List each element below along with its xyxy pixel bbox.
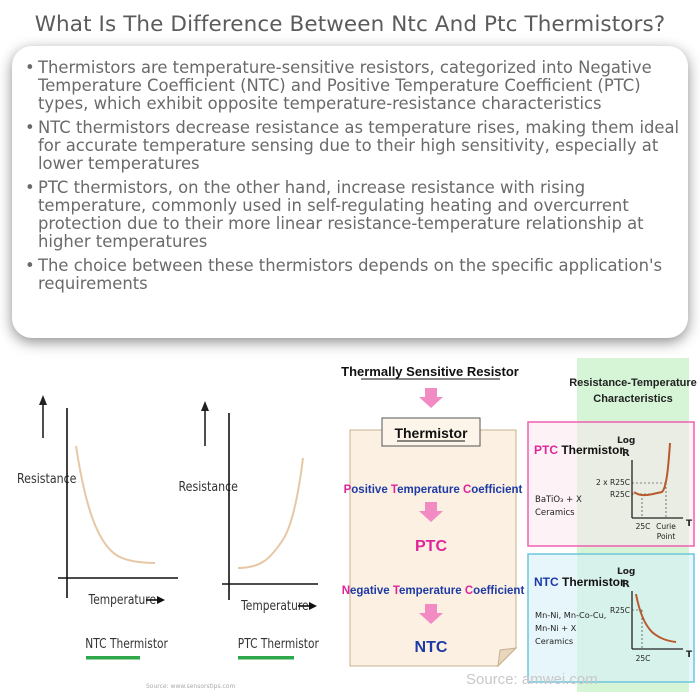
bullet-item: The choice between these thermistors dep…	[22, 257, 682, 293]
flow-arrow-ptc-icon	[419, 502, 443, 522]
flow-ntc: NTC	[415, 639, 448, 656]
rt-ntc-curve	[635, 593, 677, 643]
rt-ntc-material1: Mn-Ni, Mn-Co-Cu,	[535, 610, 606, 620]
flow-arrow-down-icon	[419, 388, 443, 408]
rt-ptc-ylog: Log	[617, 436, 635, 446]
ntc-curve	[75, 445, 156, 564]
flow-paper-fold	[497, 647, 518, 668]
bullet-item: PTC thermistors, on the other hand, incr…	[22, 179, 682, 251]
flow-thermistor-label: Thermistor	[394, 425, 468, 441]
ptc-xlabel: Temperature	[240, 598, 308, 613]
thermistor-figure: Resistance Temperature NTC Thermistor Re…	[0, 348, 700, 700]
flow-ptc-full: Positive Temperature Coefficient	[344, 484, 523, 496]
ntc-graph: Resistance Temperature NTC Thermistor	[17, 395, 178, 660]
rt-ntc-material3: Ceramics	[535, 636, 573, 646]
rt-ntc-r25-label: R25C	[610, 606, 630, 615]
flow-diagram: Thermally Sensitive Resistor Thermistor …	[341, 364, 525, 668]
ntc-y-arrowhead-icon	[39, 395, 47, 405]
rt-ntc-yr: R	[622, 579, 630, 590]
ptc-graph: Resistance Temperature PTC Thermistor	[179, 401, 319, 660]
rt-ptc-material2: Ceramics	[535, 508, 575, 518]
rt-ptc-r25-label: R25C	[610, 490, 630, 499]
rt-panel: Resistance-Temperature Characteristics P…	[527, 358, 697, 692]
rt-ntc-xt: T	[686, 650, 693, 660]
rt-ntc-material2: Mn-Ni + X	[535, 623, 577, 633]
rt-ptc-material1: BaTiO₃ + X	[535, 495, 582, 505]
ptc-y-arrowhead-icon	[201, 401, 209, 411]
rt-ntc-x25: 25C	[636, 654, 651, 663]
rt-ptc-x25: 25C	[636, 522, 651, 531]
rt-ptc-curve	[633, 442, 671, 497]
ntc-caption: NTC Thermistor	[85, 636, 168, 651]
ptc-ylabel: Resistance	[179, 479, 238, 494]
flow-ntc-full: Negative Temperature Coefficient	[342, 585, 525, 597]
left-source: Source: www.sensorstips.com	[146, 683, 235, 690]
rt-ptc-xt: T	[686, 519, 693, 529]
rt-ptc-curie2: Point	[657, 532, 676, 541]
ptc-caption-underline	[238, 656, 294, 660]
bullet-list: Thermistors are temperature-sensitive re…	[22, 59, 682, 299]
rt-ptc-curie1: Curie	[656, 522, 676, 531]
rt-ntc-title: NTC Thermistor	[534, 575, 625, 589]
page-title: What Is The Difference Between Ntc And P…	[34, 12, 666, 37]
rt-ptc-yr: R	[622, 448, 630, 459]
rt-header-line2: Characteristics	[593, 393, 673, 405]
ntc-xlabel: Temperature	[88, 592, 156, 607]
ntc-x-arrowhead-icon	[157, 596, 165, 604]
rt-ptc-title: PTC Thermistor	[534, 443, 624, 457]
rt-header-line1: Resistance-Temperature	[569, 377, 697, 389]
flow-top-label: Thermally Sensitive Resistor	[341, 364, 519, 379]
ptc-curve	[237, 457, 304, 569]
ntc-caption-underline	[86, 656, 140, 660]
rt-ptc-2x-label: 2 x R25C	[596, 478, 630, 487]
source-watermark: Source: amwei.com	[466, 671, 598, 688]
flow-ptc: PTC	[415, 538, 447, 555]
bullet-item: Thermistors are temperature-sensitive re…	[22, 59, 682, 113]
bullet-item: NTC thermistors decrease resistance as t…	[22, 119, 682, 173]
rt-ntc-ylog: Log	[617, 567, 635, 577]
rt-ntc-box	[527, 553, 695, 683]
flow-arrow-ntc-icon	[419, 604, 443, 624]
ptc-caption: PTC Thermistor	[238, 636, 319, 651]
ntc-ylabel: Resistance	[17, 471, 76, 486]
ptc-x-arrowhead-icon	[309, 602, 317, 610]
